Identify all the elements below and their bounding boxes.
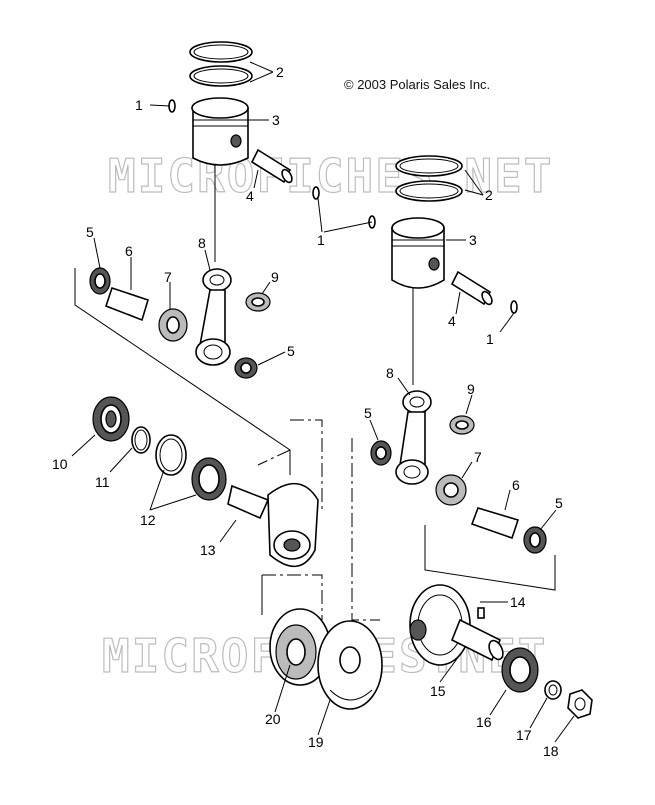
- callout-6: 6: [512, 477, 520, 493]
- callout-19: 19: [308, 734, 324, 750]
- piston-rings-left: [189, 41, 253, 87]
- callout-12: 12: [140, 512, 156, 528]
- wrist-pin-right: [450, 270, 493, 306]
- piston-right: [391, 217, 445, 289]
- callout-9: 9: [467, 381, 475, 397]
- wrist-pin-left: [250, 148, 293, 184]
- conn-rod-left: [195, 268, 232, 366]
- bearing-10: [92, 396, 130, 442]
- spacer-left-6: [105, 286, 149, 322]
- piston-rings-right: [395, 155, 463, 202]
- callout-1: 1: [135, 97, 143, 113]
- watermark-top: MICROFICHES.NET: [108, 149, 553, 203]
- callout-8: 8: [386, 365, 394, 381]
- callout-5: 5: [364, 405, 372, 421]
- part-19: [317, 620, 383, 710]
- washer-right-5b: [523, 526, 547, 554]
- callout-11: 11: [95, 474, 110, 490]
- bearing-left-7: [158, 308, 188, 342]
- callout-4: 4: [246, 188, 254, 204]
- crankshaft-13: [227, 482, 319, 568]
- callout-1: 1: [486, 331, 494, 347]
- callout-16: 16: [476, 714, 492, 730]
- callout-17: 17: [516, 727, 532, 743]
- callout-9: 9: [271, 269, 279, 285]
- clip-left-2: [312, 186, 320, 200]
- callout-8: 8: [198, 235, 206, 251]
- copyright-notice: © 2003 Polaris Sales Inc.: [344, 77, 491, 92]
- bearing-12: [191, 457, 227, 501]
- callout-6: 6: [125, 243, 133, 259]
- callout-1: 1: [317, 232, 325, 248]
- callout-2: 2: [485, 187, 493, 203]
- bearing-16: [501, 647, 539, 693]
- crank-plate-15: [409, 584, 471, 666]
- needle-bearing-left-9: [245, 292, 271, 312]
- callout-14: 14: [510, 594, 526, 610]
- shaft-15: [450, 618, 504, 662]
- washer-left-5a: [89, 267, 111, 295]
- callout-18: 18: [543, 743, 559, 759]
- clip-right-2: [510, 300, 518, 314]
- callout-2: 2: [276, 64, 284, 80]
- nut-18: [567, 689, 593, 719]
- conn-rod-right: [395, 390, 432, 485]
- callout-7: 7: [164, 269, 172, 285]
- part-20: [269, 608, 331, 686]
- callout-5: 5: [555, 495, 563, 511]
- callout-15: 15: [430, 683, 446, 699]
- callout-3: 3: [272, 112, 280, 128]
- callout-5: 5: [86, 224, 94, 240]
- washer-17: [544, 680, 562, 700]
- leader-lines: [71, 61, 575, 743]
- washer-right-5a: [370, 440, 392, 466]
- bearing-right-7: [435, 474, 467, 506]
- piston-left: [191, 97, 249, 166]
- callout-4: 4: [448, 313, 456, 329]
- washer-left-5b: [234, 357, 258, 379]
- key-14: [477, 607, 485, 619]
- callout-5: 5: [287, 343, 295, 359]
- callout-10: 10: [52, 456, 68, 472]
- callout-7: 7: [474, 449, 482, 465]
- callout-20: 20: [265, 711, 281, 727]
- ring-11: [131, 426, 151, 454]
- snap-ring-12: [155, 434, 187, 476]
- callouts: 1 2 3 4 5 6 7 8 9 5 1 2 3 4 1 8 9 5 7 6 …: [52, 64, 563, 759]
- callout-3: 3: [469, 232, 477, 248]
- spacer-right-6: [470, 507, 520, 540]
- callout-13: 13: [200, 542, 216, 558]
- needle-bearing-right-9: [449, 415, 475, 435]
